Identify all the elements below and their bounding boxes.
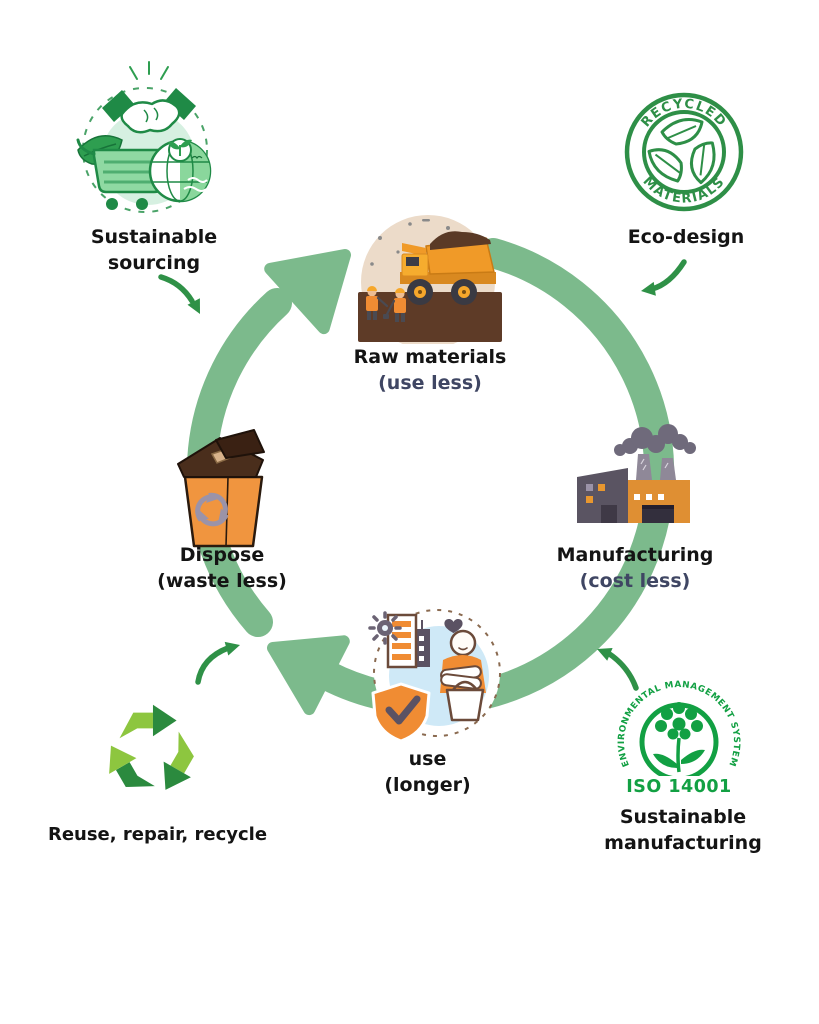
bin-lid [177,429,265,478]
gear-icon [368,611,402,645]
bin-recycle-mark-icon [195,492,229,527]
sparkle-burst-icon [129,61,169,80]
sustainable-manufacturing-line2: manufacturing [604,832,762,854]
sourcing-arrow-icon [158,274,200,314]
factory-building-right [628,480,690,523]
shield-check-icon [371,682,431,743]
use-icon [368,609,501,743]
recycle-arrow-right [163,731,194,790]
globe-icon [148,138,212,203]
recycle-symbol-icon [109,704,194,790]
iso-14001-badge: ENVIRONMENTAL MANAGEMENT SYSTEM ISO 1400… [617,680,741,797]
building-list-icon [386,613,430,669]
reuse-arrow-icon [195,641,240,685]
factory-building-left [577,468,628,523]
raw-materials-label: Raw materials (use less) [330,344,530,396]
iso-flower-icon [653,702,705,773]
recycle-arrow-top [119,704,177,739]
handshake-icon [102,88,196,134]
heart-icon [444,618,463,633]
iso-arrow-icon [597,648,639,691]
person-with-basket-icon [440,629,486,722]
use-title: use [408,748,447,770]
dispose-sublabel: (waste less) [157,570,287,592]
recycled-materials-badge: RECYCLED MATERIALS [624,92,744,212]
recycle-arrow-left [109,745,155,787]
sustainable-sourcing-label: Sustainable sourcing [54,224,254,276]
sustainable-sourcing-line1: Sustainable [90,226,218,248]
manufacturing-title: Manufacturing [556,544,714,566]
iso-label-text: ISO 14001 [626,777,731,797]
eco-design-arrow-icon [641,259,687,296]
miner-figure-1 [366,286,389,320]
sustainable-manufacturing-label: Sustainable manufacturing [598,804,768,856]
badge-outer-ring [624,92,744,212]
chimneys-icon [636,454,676,480]
sustainable-manufacturing-line1: Sustainable [619,806,747,828]
use-sublabel: (longer) [384,774,471,796]
dispose-label: Dispose (waste less) [132,542,312,594]
ring-arrowhead-top-icon [264,249,351,335]
sustainable-sourcing-icon [76,61,212,213]
smoke-icon [614,424,696,456]
three-leaves-icon [647,118,716,185]
dispose-title: Dispose [179,544,265,566]
manufacturing-icon [577,424,696,523]
sustainable-sourcing-line2: sourcing [107,252,201,274]
eco-design-text: Eco-design [627,226,745,248]
raw-materials-sublabel: (use less) [378,372,482,394]
dump-truck-icon [400,231,496,305]
badge-inner-ring [642,110,726,194]
reuse-repair-recycle-label: Reuse, repair, recycle [30,822,285,848]
eco-design-label: Eco-design [606,224,766,250]
ring-arrowhead-left-icon [267,635,350,716]
raw-materials-icon [358,215,502,344]
use-label: use (longer) [340,746,515,798]
raw-materials-title: Raw materials [353,346,507,368]
manufacturing-label: Manufacturing (cost less) [545,542,725,594]
iso-label-backing [634,776,724,796]
manufacturing-sublabel: (cost less) [579,570,691,592]
reuse-repair-recycle-text: Reuse, repair, recycle [47,824,268,845]
miner-figure-2 [383,288,406,322]
dispose-bin-icon [177,429,265,548]
connector-arrows [158,259,687,691]
